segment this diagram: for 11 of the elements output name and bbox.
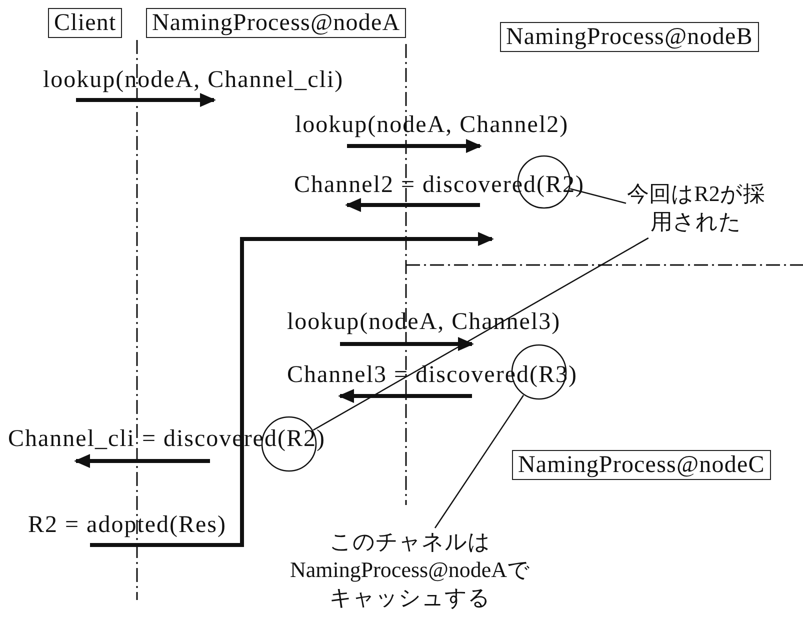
leader-line <box>570 188 626 204</box>
message-label: lookup(nodeA, Channel2) <box>295 113 569 137</box>
process-box: NamingProcess@nodeA <box>146 8 406 38</box>
process-box: NamingProcess@nodeB <box>500 22 759 52</box>
note-text: このチャネルはNamingProcess@nodeAでキャッシュする <box>285 528 535 614</box>
leader-line <box>312 237 649 431</box>
note-text: 今回はR2が採用された <box>626 180 766 238</box>
process-box: Client <box>48 8 122 38</box>
process-box: NamingProcess@nodeC <box>512 450 771 480</box>
leader-line <box>434 394 524 528</box>
message-label: lookup(nodeA, Channel_cli) <box>43 68 344 92</box>
